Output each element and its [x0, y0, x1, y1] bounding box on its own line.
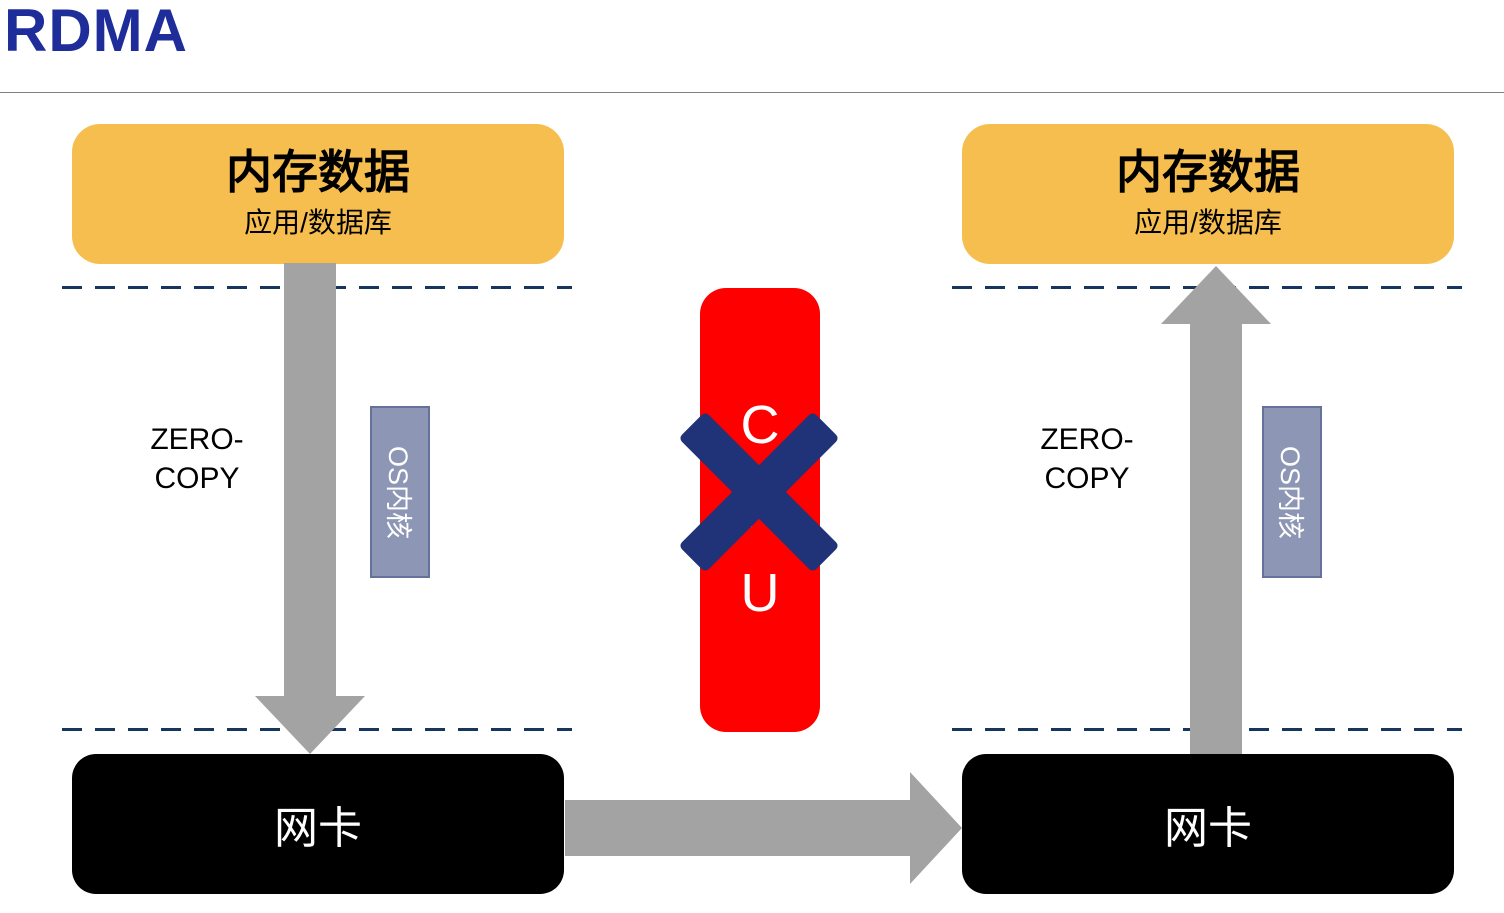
- down-arrow-head-icon: [255, 696, 365, 754]
- memory-data-box-left: 内存数据 应用/数据库: [72, 124, 564, 264]
- memory-data-title-left: 内存数据: [226, 145, 410, 198]
- os-kernel-label-left: OS内核: [382, 445, 413, 539]
- down-arrow-shaft-left: [284, 263, 336, 696]
- up-arrow-shaft-right: [1190, 324, 1242, 756]
- zero-copy-label-left: ZERO- COPY: [150, 423, 244, 495]
- memory-data-subtitle-left: 应用/数据库: [244, 207, 392, 239]
- os-kernel-box-left: OS内核: [370, 406, 430, 578]
- page-title: RDMA: [4, 0, 188, 64]
- os-kernel-box-right: OS内核: [1262, 406, 1322, 578]
- nic-box-right: 网卡: [962, 754, 1454, 894]
- title-divider: [0, 92, 1504, 93]
- memory-data-box-right: 内存数据 应用/数据库: [962, 124, 1454, 264]
- zero-copy-label-right: ZERO- COPY: [1040, 423, 1134, 495]
- right-arrow-head-icon: [910, 772, 962, 884]
- memory-data-title-right: 内存数据: [1116, 145, 1300, 198]
- nic-label-left: 网卡: [274, 804, 362, 853]
- os-kernel-label-right: OS内核: [1274, 445, 1305, 539]
- up-arrow-head-icon: [1161, 266, 1271, 324]
- horizontal-arrow-shaft: [565, 800, 911, 856]
- nic-label-right: 网卡: [1164, 804, 1252, 853]
- memory-data-subtitle-right: 应用/数据库: [1134, 207, 1282, 239]
- nic-box-left: 网卡: [72, 754, 564, 894]
